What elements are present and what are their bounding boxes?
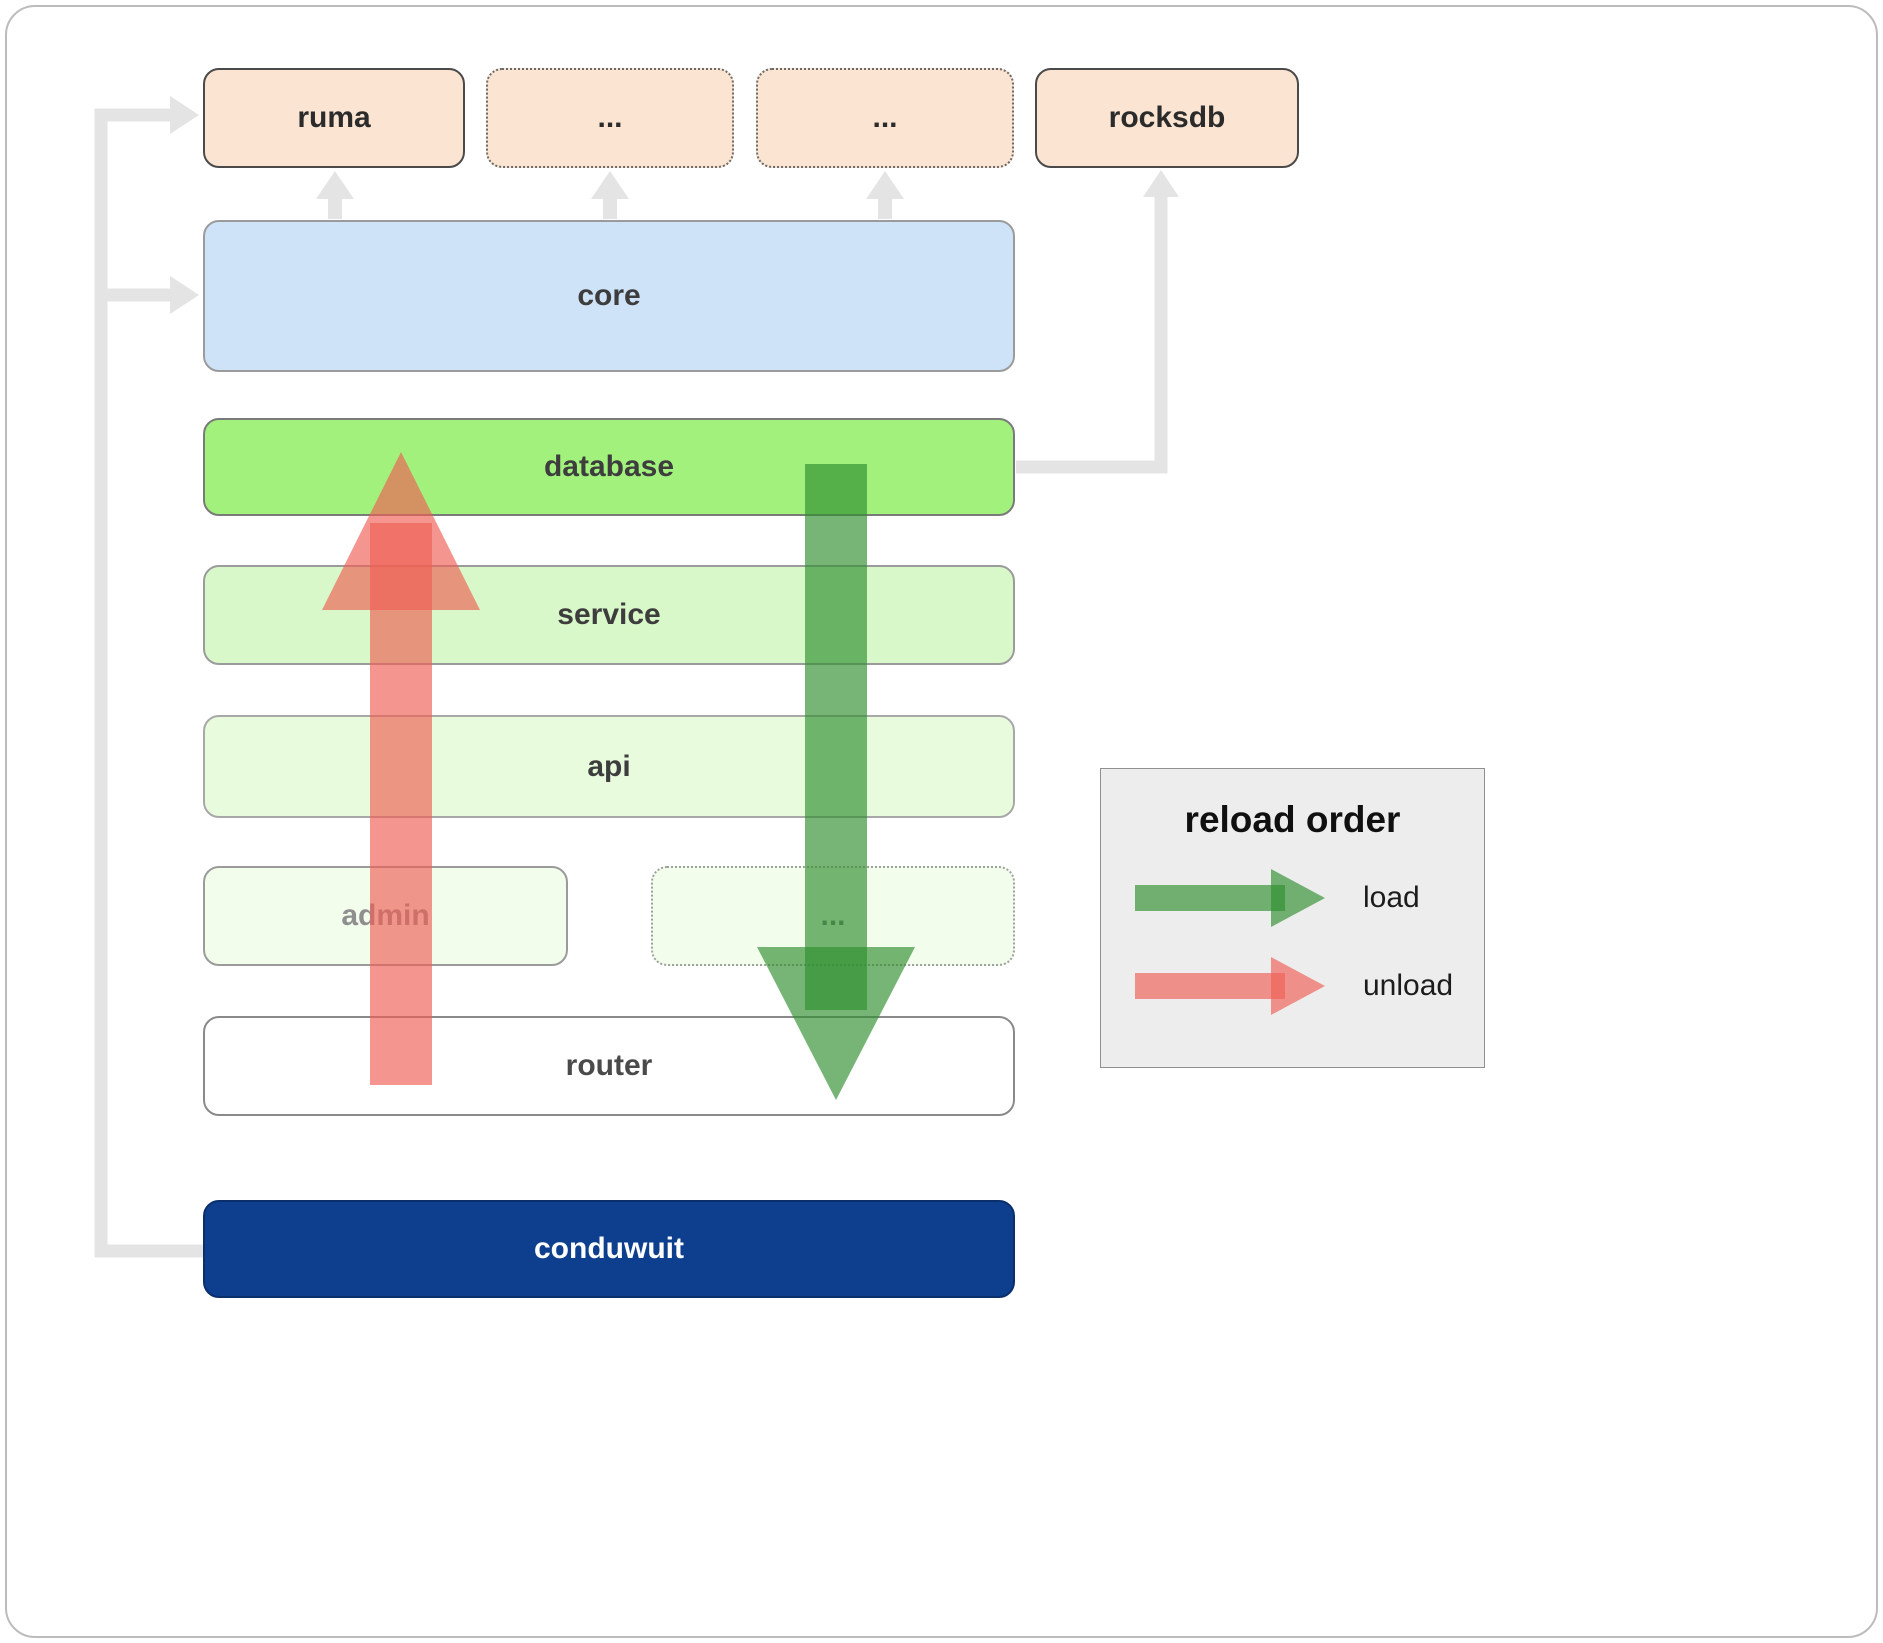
node-admin-label: admin [341,899,430,932]
node-rocksdb-label: rocksdb [1108,101,1226,134]
legend-unload-label: unload [1363,969,1454,1002]
node-ruma-label: ruma [297,101,371,134]
node-router: router [203,1016,1015,1116]
node-conduwuit-label: conduwuit [534,1232,684,1265]
legend-unload-row: unload [1135,955,1484,1017]
node-core: core [203,220,1015,372]
legend: reload order load unload [1100,768,1485,1068]
node-database-label: database [543,450,675,483]
node-ellipsis-1: ... [486,68,734,168]
node-ruma: ruma [203,68,465,168]
node-router-label: router [565,1049,653,1082]
node-conduwuit: conduwuit [203,1200,1015,1298]
legend-unload-arrow-icon [1135,957,1325,1015]
node-service-label: service [557,598,661,631]
legend-load-label: load [1363,881,1420,914]
node-ellipsis-1-label: ... [597,101,623,134]
node-ellipsis-3-label: ... [820,899,846,932]
node-ellipsis-3: ... [651,866,1015,966]
node-database: database [203,418,1015,516]
legend-load-arrow-icon [1135,869,1325,927]
legend-title: reload order [1184,799,1401,840]
outer-frame [5,5,1878,1638]
node-core-label: core [577,279,641,312]
node-admin: admin [203,866,568,966]
node-api-label: api [587,749,631,783]
legend-load-row: load [1135,867,1484,929]
node-service: service [203,565,1015,665]
node-api: api [203,715,1015,818]
node-rocksdb: rocksdb [1035,68,1299,168]
node-ellipsis-2-label: ... [872,101,898,134]
node-ellipsis-2: ... [756,68,1014,168]
